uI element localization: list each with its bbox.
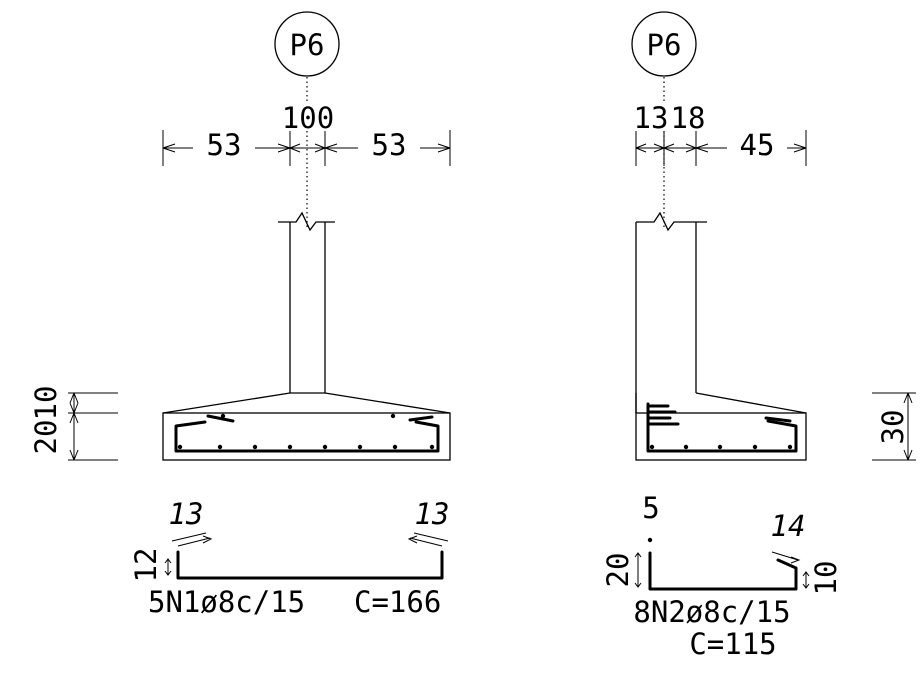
footing-right: P6 13 18 45 [601, 11, 916, 661]
footing-slab-right [635, 392, 807, 461]
bar-n2-spec: 8N2ø8c/15 [633, 595, 790, 629]
bar-n2-hook-right: 14 [771, 509, 806, 543]
bar-n1-hook-right: 13 [415, 497, 450, 531]
bar-n2-length: C=115 [689, 627, 776, 661]
column-tag-circle-right [631, 11, 697, 77]
dim-column-width: 100 [282, 101, 334, 135]
column-left [278, 211, 335, 393]
dim-right-width-2: 45 [740, 128, 775, 162]
column-tag-right: P6 [647, 28, 682, 62]
column-tag-circle-left [274, 11, 340, 77]
bar-n2-leg-right: 10 [809, 561, 843, 596]
bar-n1-leg-height: 12 [129, 548, 163, 583]
height-lower-label: 20 [29, 420, 63, 455]
bar-shape-n1 [164, 532, 449, 580]
footing-left: P6 53 100 53 [29, 11, 451, 619]
bar-n1-hook-left: 13 [169, 497, 204, 531]
footing-slab-left [162, 392, 451, 461]
column-right [635, 211, 707, 413]
bar-shape-n2 [634, 537, 810, 591]
dim-right-a: 13 [634, 101, 669, 135]
column-tag-left: P6 [290, 28, 325, 62]
bar-n1-spec: 5N1ø8c/15 [148, 585, 305, 619]
height-total-label: 30 [876, 410, 910, 445]
bar-n1-length: C=166 [354, 585, 441, 619]
bar-n2-hook-top: 5 [642, 491, 659, 525]
dimension-height-right [872, 392, 916, 461]
height-upper-label: 10 [29, 386, 63, 421]
dim-right-width: 53 [372, 128, 407, 162]
dim-left-width: 53 [207, 128, 242, 162]
dim-right-b: 18 [671, 101, 706, 135]
dimension-heights-left [68, 392, 118, 461]
bar-n2-leg-left: 20 [601, 553, 635, 588]
